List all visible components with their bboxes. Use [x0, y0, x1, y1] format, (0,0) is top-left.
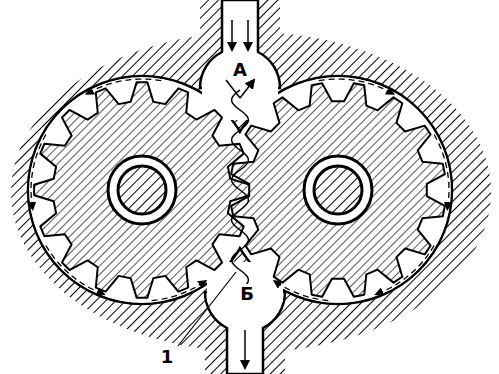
port-label: Б: [237, 284, 257, 304]
mesh-flow-line: [226, 80, 254, 290]
callout-number: 1: [158, 347, 177, 367]
port-label: А: [230, 60, 250, 80]
pump-cavity: [28, 0, 452, 374]
gear: [231, 83, 445, 297]
pump-housing: [11, 0, 491, 374]
gear-pair: [34, 82, 445, 298]
leader-line: [178, 272, 236, 346]
flow-arrows: [31, 20, 449, 368]
gear: [34, 82, 250, 298]
